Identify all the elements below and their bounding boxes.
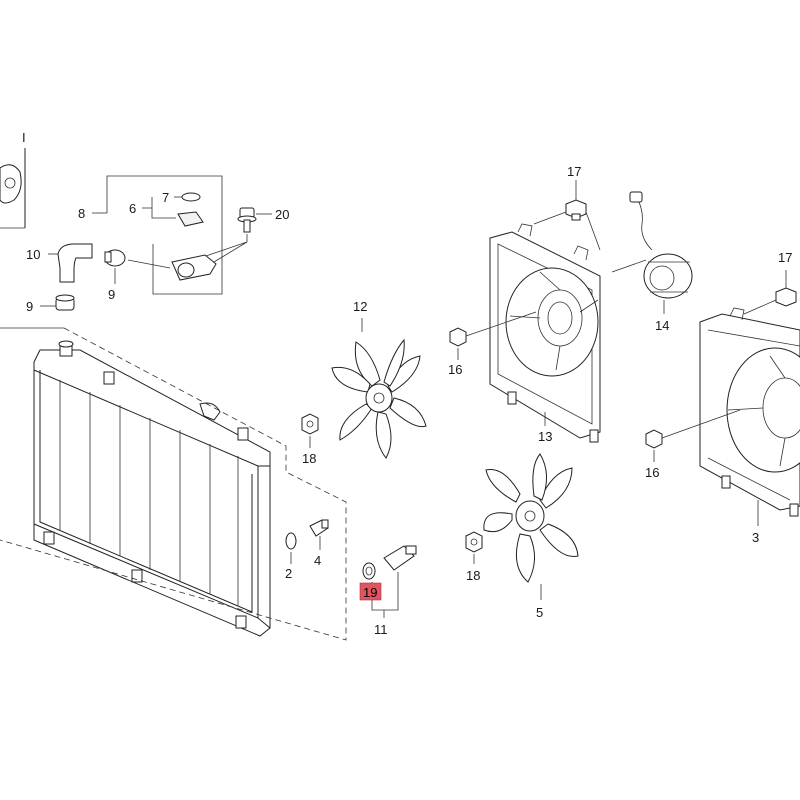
part-9-clamp-lower[interactable] — [55, 294, 75, 311]
label-part-9-lower[interactable]: 9 — [26, 299, 33, 314]
part-3-fan-shroud[interactable] — [699, 307, 800, 517]
part-4-sensor[interactable] — [309, 519, 329, 537]
radiator[interactable] — [0, 327, 271, 637]
highlight-box-part-19 — [359, 582, 382, 601]
label-part-3[interactable]: 3 — [752, 530, 759, 545]
part-11-thermo-switch[interactable] — [383, 545, 417, 571]
part-8-group-box — [92, 175, 223, 295]
part-16-bolt-center[interactable] — [449, 327, 467, 347]
part-6-cap[interactable] — [177, 211, 204, 227]
part-12-fan[interactable] — [331, 338, 427, 459]
label-part-14[interactable]: 14 — [655, 318, 669, 333]
label-part-12[interactable]: 12 — [353, 299, 367, 314]
label-part-4[interactable]: 4 — [314, 553, 321, 568]
part-1-partial[interactable] — [0, 148, 26, 229]
label-part-5[interactable]: 5 — [536, 605, 543, 620]
label-part-18-left[interactable]: 18 — [302, 451, 316, 466]
label-part-6[interactable]: 6 — [129, 201, 136, 216]
label-part-17-right[interactable]: 17 — [778, 250, 792, 265]
part-10-hose[interactable] — [57, 243, 93, 283]
label-part-18-right[interactable]: 18 — [466, 568, 480, 583]
label-part-8[interactable]: 8 — [78, 206, 85, 221]
label-part-2[interactable]: 2 — [285, 566, 292, 581]
label-part-11[interactable]: 11 — [374, 622, 388, 637]
part-7-o-ring[interactable] — [181, 192, 201, 202]
label-part-19[interactable]: 19 — [363, 585, 377, 600]
label-part-1[interactable]: I — [22, 130, 26, 145]
part-9-clamp-upper[interactable] — [104, 249, 126, 267]
part-16-bolt-right[interactable] — [645, 429, 663, 449]
part-19-washer[interactable] — [362, 562, 376, 580]
part-13-fan-shroud[interactable] — [489, 223, 601, 443]
part-18-nut-right[interactable] — [465, 531, 483, 553]
label-part-7[interactable]: 7 — [162, 190, 169, 205]
label-part-9-upper[interactable]: 9 — [108, 287, 115, 302]
part-5-fan[interactable] — [483, 453, 579, 583]
filler-neck[interactable] — [171, 254, 217, 281]
label-part-16-center[interactable]: 16 — [448, 362, 462, 377]
part-17-bolt-right[interactable] — [775, 287, 797, 307]
part-2-washer[interactable] — [285, 532, 297, 550]
label-part-20[interactable]: 20 — [275, 207, 289, 222]
label-part-17-center[interactable]: 17 — [567, 164, 581, 179]
part-14-fan-motor[interactable] — [629, 191, 693, 299]
part-20-bolt[interactable] — [237, 207, 257, 233]
part-17-bolt-center[interactable] — [565, 199, 587, 221]
part-18-nut-left[interactable] — [301, 413, 319, 435]
label-part-13[interactable]: 13 — [538, 429, 552, 444]
label-part-16-right[interactable]: 16 — [645, 465, 659, 480]
label-part-10[interactable]: 10 — [26, 247, 40, 262]
